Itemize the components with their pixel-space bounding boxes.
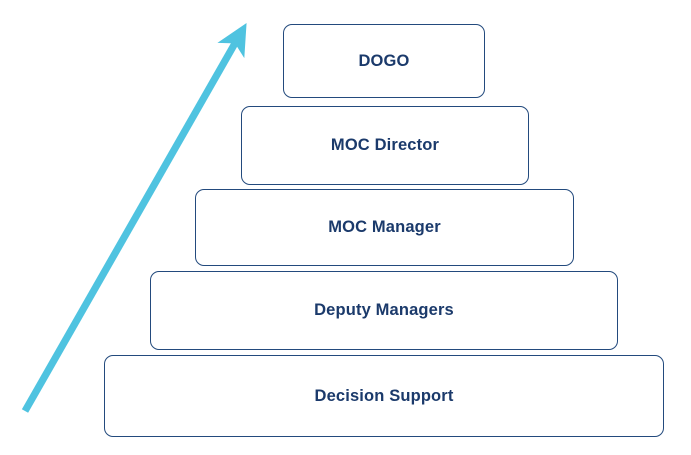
tier-label-decision-support: Decision Support: [314, 386, 454, 405]
tier-box-moc-director[interactable]: MOC Director: [241, 106, 529, 185]
tier-box-decision-support[interactable]: Decision Support: [104, 355, 664, 437]
tier-label-dogo: DOGO: [358, 51, 410, 70]
tier-label-deputy-managers: Deputy Managers: [314, 301, 454, 320]
tier-box-moc-manager[interactable]: MOC Manager: [195, 189, 574, 266]
tier-box-dogo[interactable]: DOGO: [283, 24, 485, 98]
tier-box-deputy-managers[interactable]: Deputy Managers: [150, 271, 618, 350]
tier-label-moc-manager: MOC Manager: [328, 218, 441, 237]
tier-label-moc-director: MOC Director: [330, 136, 440, 155]
